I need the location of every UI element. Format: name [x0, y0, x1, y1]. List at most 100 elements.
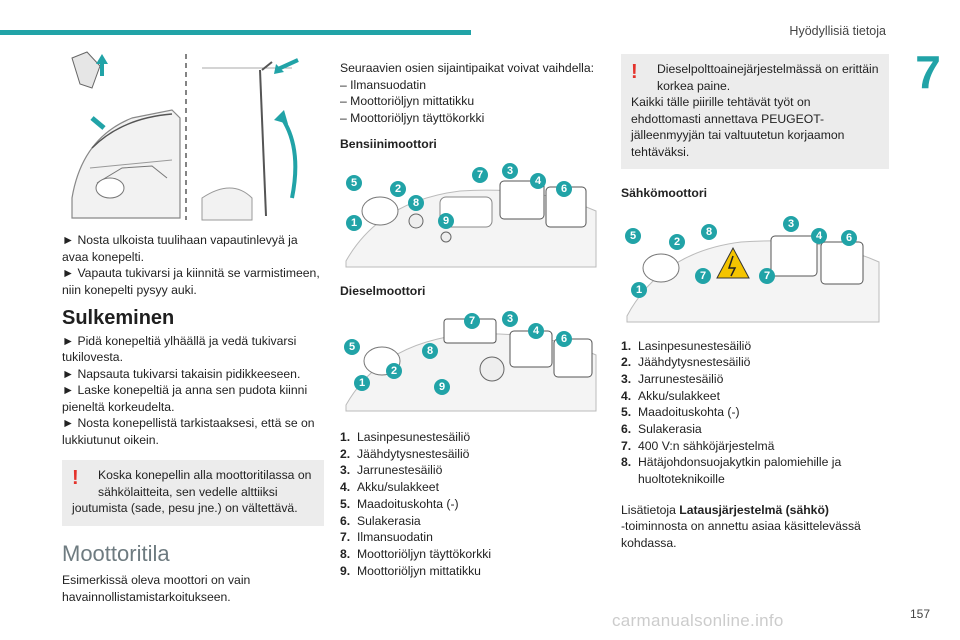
svg-text:3: 3 — [507, 165, 513, 177]
list-item: 3.Jarrunestesäiliö — [340, 463, 443, 478]
list-item: 6.Sulakerasia — [621, 422, 702, 437]
chapter-number: 7 — [915, 46, 941, 98]
petrol-badge-4: 4 — [530, 172, 546, 189]
bonnet-illustration — [71, 51, 299, 221]
electric-badge-6: 6 — [841, 229, 857, 246]
list-item: 2.Jäähdytysnestesäiliö — [621, 355, 751, 370]
variable-part-2: – Moottoriöljyn mittatikku — [340, 94, 475, 108]
charging-info: Lisätietoja Latausjärjestelmä (sähkö)-to… — [621, 502, 861, 550]
closing-step-3: ► Laske konepeltiä ja anna sen pudota ki… — [62, 383, 308, 414]
svg-text:7: 7 — [764, 270, 770, 282]
column-3: ! Dieselpolttoainejärjestelmässä on erit… — [621, 54, 889, 551]
closing-step-4: ► Nosta konepellistä tarkistaaksesi, ett… — [62, 416, 315, 447]
engine-compartment-text: Esimerkissä oleva moottori on vain havai… — [62, 573, 251, 604]
svg-text:4: 4 — [816, 230, 823, 242]
svg-text:9: 9 — [439, 381, 445, 393]
list-item: 3.Jarrunestesäiliö — [621, 371, 724, 386]
column-2: Seuraavien osien sijaintipaikat voivat v… — [340, 60, 602, 579]
diesel-badge-6: 6 — [556, 331, 572, 347]
diesel-badge-7: 7 — [464, 313, 480, 329]
page-number: 157 — [909, 607, 930, 621]
svg-text:2: 2 — [395, 183, 401, 195]
svg-text:7: 7 — [469, 315, 475, 327]
list-item: 5.Maadoituskohta (-) — [340, 496, 459, 511]
petrol-badge-8: 8 — [408, 194, 424, 211]
diesel-badge-8: 8 — [422, 343, 438, 359]
column-1: ► Nosta ulkoista tuulihaan vapautinlevyä… — [62, 48, 324, 605]
list-item: 6.Sulakerasia — [340, 513, 421, 528]
diesel-engine-diagram: 5 8 2 1 9 7 3 4 6 — [344, 311, 597, 412]
svg-text:9: 9 — [443, 215, 449, 227]
svg-text:5: 5 — [351, 177, 357, 189]
electric-engine-heading: Sähkömoottori — [621, 186, 707, 200]
svg-text:5: 5 — [349, 341, 355, 353]
water-warning-lead: Koska konepellin alla moottoritilassa on… — [98, 468, 312, 499]
list-item: 4.Akku/sulakkeet — [621, 388, 720, 403]
svg-text:7: 7 — [477, 169, 483, 181]
diesel-pressure-warning-box: ! Dieselpolttoainejärjestelmässä on erit… — [621, 54, 889, 169]
svg-text:1: 1 — [636, 284, 642, 296]
electric-parts-list: 1.Lasinpesunestesäiliö 2.Jäähdytysnestes… — [621, 338, 889, 488]
list-item: 8.Moottoriöljyn täyttökorkki — [340, 546, 492, 561]
petrol-badge-3: 3 — [502, 162, 518, 179]
closing-step-2: ► Napsauta tukivarsi takaisin pidikkeese… — [62, 366, 301, 381]
watermark: carmanualsonline.info — [612, 611, 784, 630]
diesel-badge-1: 1 — [354, 375, 370, 391]
electric-badge-8: 8 — [701, 223, 717, 240]
closing-step-1: ► Pidä konepeltiä ylhäällä ja vedä tukiv… — [62, 333, 297, 365]
petrol-badge-6: 6 — [556, 180, 572, 197]
petrol-badge-1: 1 — [346, 214, 362, 231]
electric-badge-4: 4 — [811, 227, 827, 244]
open-step-1: ► Nosta ulkoista tuulihaan vapautinlevyä… — [62, 233, 298, 264]
water-warning-rest: joutumista (sade, pesu jne.) on vältettä… — [72, 501, 298, 515]
list-item: 7.Ilmansuodatin — [340, 530, 433, 545]
variable-part-3: – Moottoriöljyn täyttökorkki — [340, 110, 485, 125]
svg-text:8: 8 — [706, 226, 712, 238]
engine-compartment-heading: Moottoritila — [62, 540, 170, 566]
engine-parts-list: 1.Lasinpesunestesäiliö 2.Jäähdytysnestes… — [340, 429, 602, 579]
svg-text:2: 2 — [674, 236, 680, 248]
svg-text:8: 8 — [427, 345, 433, 357]
svg-text:7: 7 — [700, 270, 706, 282]
diesel-badge-5: 5 — [344, 339, 360, 355]
petrol-badge-5: 5 — [346, 174, 362, 191]
list-item: 4.Akku/sulakkeet — [340, 480, 439, 495]
list-item: 7.400 V:n sähköjärjestelmä — [621, 438, 775, 453]
header-accent-bar — [0, 30, 471, 35]
svg-text:8: 8 — [413, 197, 419, 209]
electric-badge-7a: 7 — [695, 267, 711, 284]
diesel-badge-3: 3 — [502, 311, 518, 327]
warning-exclamation-icon: ! — [72, 467, 79, 489]
electric-badge-7b: 7 — [759, 267, 775, 284]
electric-badge-3: 3 — [783, 215, 799, 232]
diesel-warning-rest: Kaikki tälle piirille tehtävät työt on e… — [631, 95, 845, 159]
open-step-2: ► Vapauta tukivarsi ja kiinnitä se varmi… — [62, 266, 320, 297]
electric-badge-1: 1 — [631, 281, 647, 298]
petrol-badge-2: 2 — [390, 180, 406, 197]
electric-engine-diagram: 5 2 1 8 7 7 3 4 6 — [625, 215, 880, 322]
svg-text:1: 1 — [351, 217, 357, 229]
diesel-badge-9: 9 — [434, 379, 450, 395]
svg-text:2: 2 — [391, 365, 397, 377]
petrol-engine-heading: Bensiinimoottori — [340, 137, 437, 151]
list-item: 1.Lasinpesunestesäiliö — [621, 338, 752, 353]
svg-text:4: 4 — [533, 325, 540, 337]
svg-text:6: 6 — [561, 183, 567, 195]
electric-badge-5: 5 — [625, 227, 641, 244]
list-item: 8.Hätäjohdonsuojakytkin palomiehille ja … — [621, 455, 842, 487]
diesel-badge-2: 2 — [386, 363, 402, 379]
variable-parts-intro: Seuraavien osien sijaintipaikat voivat v… — [340, 61, 595, 75]
closing-heading: Sulkeminen — [62, 307, 175, 329]
high-voltage-icon — [716, 246, 750, 278]
svg-text:4: 4 — [535, 175, 542, 187]
list-item: 9.Moottoriöljyn mittatikku — [340, 563, 481, 578]
petrol-badge-9: 9 — [438, 212, 454, 229]
petrol-engine-diagram: 5 2 1 8 9 7 3 4 6 — [340, 160, 602, 271]
diesel-warning-lead: Dieselpolttoainejärjestelmässä on erittä… — [657, 62, 879, 93]
svg-text:6: 6 — [846, 232, 852, 244]
svg-text:1: 1 — [359, 377, 365, 389]
diesel-engine-heading: Dieselmoottori — [340, 283, 426, 298]
petrol-badge-7: 7 — [472, 166, 488, 183]
svg-text:6: 6 — [561, 333, 567, 345]
header-title: Hyödyllisiä tietoja — [789, 24, 886, 38]
